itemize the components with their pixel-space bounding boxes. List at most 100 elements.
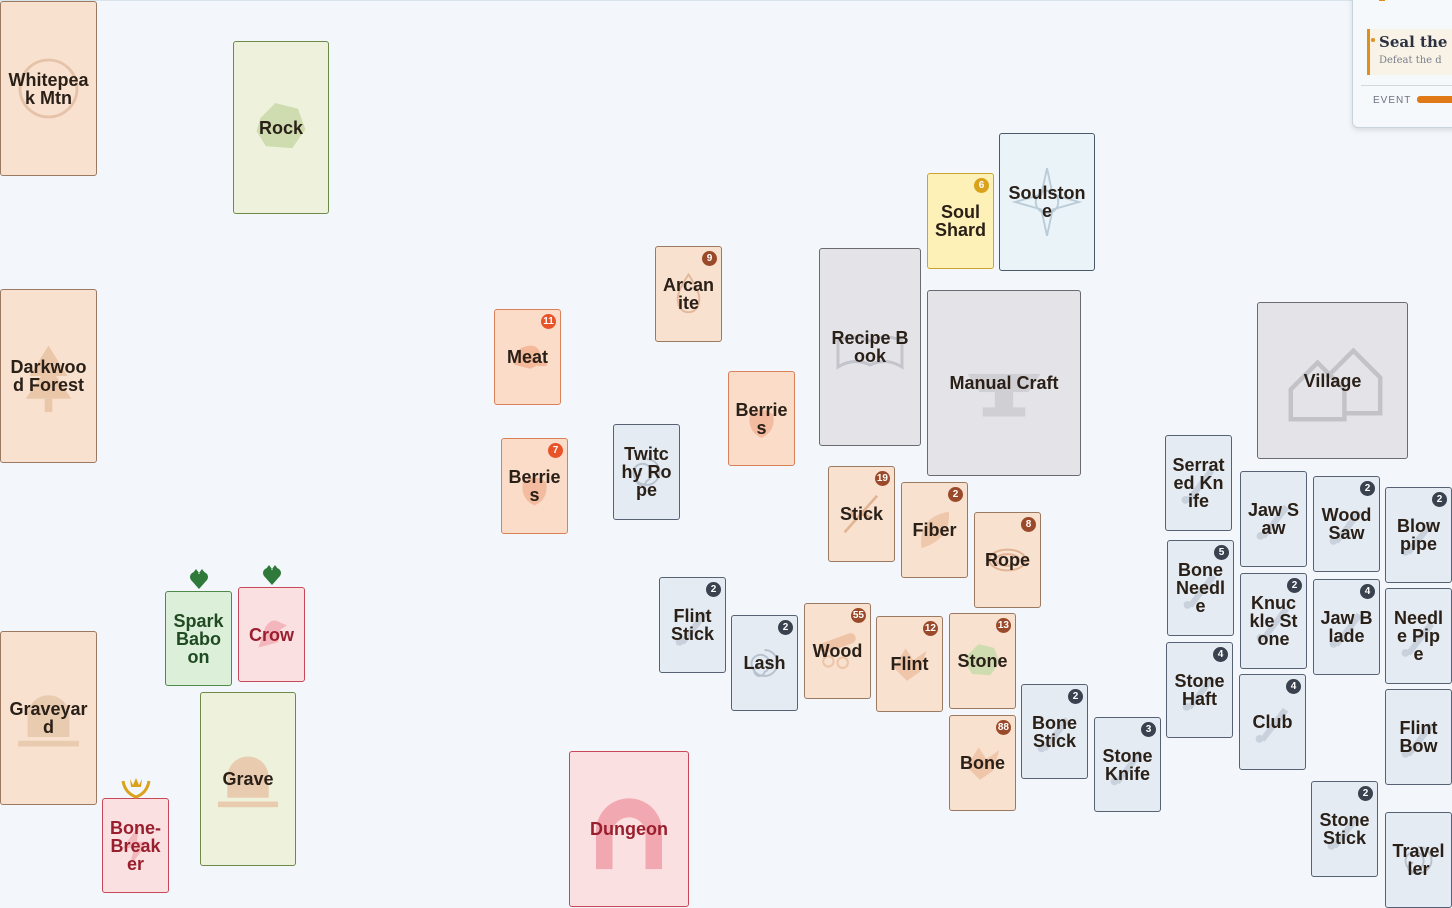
- card-label: Needle Pipe: [1393, 608, 1444, 664]
- card-label: Bone-Breaker: [110, 817, 161, 874]
- card-label: Village: [1303, 370, 1362, 391]
- card-manual-craft[interactable]: Manual Craft: [927, 290, 1081, 476]
- stack-count-badge: 2: [1432, 492, 1447, 507]
- card-grave[interactable]: Grave: [200, 692, 296, 866]
- card-twitchy-rope[interactable]: Twitchy Rope: [613, 424, 680, 520]
- card-whitepeak[interactable]: Whitepeak Mtn: [0, 1, 97, 176]
- card-label: Soul Shard: [934, 202, 986, 240]
- stack-count-badge: 2: [1360, 481, 1375, 496]
- card-label: Stone: [957, 651, 1008, 671]
- card-traveller[interactable]: Traveller: [1385, 812, 1452, 908]
- card-needle-pipe[interactable]: Needle Pipe: [1385, 588, 1452, 684]
- stack-count-badge: 2: [1287, 578, 1302, 593]
- card-label: Berries: [735, 399, 788, 438]
- card-graveyard[interactable]: Graveyard: [0, 631, 97, 805]
- card-flint-bow[interactable]: Flint Bow: [1385, 689, 1452, 785]
- panel-divider: [1361, 85, 1452, 86]
- card-label: Soulstone: [1008, 183, 1086, 221]
- card-bone-breaker[interactable]: Bone-Breaker: [102, 778, 169, 893]
- card-crow[interactable]: Crow: [238, 565, 305, 682]
- stack-count-badge: 9: [702, 251, 717, 266]
- laurel-crown-icon: [119, 775, 153, 804]
- stack-count-badge: 8: [1021, 517, 1036, 532]
- stack-count-badge: 13: [995, 618, 1011, 633]
- card-stone[interactable]: Stone 13: [949, 613, 1016, 709]
- card-bone-stick[interactable]: Bone Stick 2: [1021, 684, 1088, 779]
- card-label: Rock: [258, 117, 303, 138]
- card-serrated-knife[interactable]: Serrated Knife: [1165, 435, 1232, 531]
- card-arcanite[interactable]: Arcanite 9: [655, 246, 722, 342]
- card-label: Flint Bow: [1399, 718, 1438, 756]
- card-rock[interactable]: Rock: [233, 41, 329, 214]
- card-label: Jaw Blade: [1320, 608, 1373, 646]
- card-rope[interactable]: Rope 8: [974, 512, 1041, 608]
- card-berries-2[interactable]: Berries: [728, 371, 795, 466]
- card-bone[interactable]: Bone 88: [949, 715, 1016, 811]
- card-label: Serrated Knife: [1172, 455, 1225, 511]
- quest-panel[interactable]: Seal the Defeat the d EVENT: [1352, 0, 1452, 128]
- stack-count-badge: 11: [541, 314, 556, 329]
- card-label: Blowpipe: [1397, 516, 1440, 554]
- card-label: Rope: [985, 550, 1030, 570]
- card-blowpipe[interactable]: Blowpipe 2: [1385, 487, 1452, 583]
- card-label: Wood Saw: [1321, 505, 1372, 543]
- card-soulstone[interactable]: Soulstone: [999, 133, 1095, 271]
- card-label: Bone: [960, 753, 1005, 773]
- card-jaw-saw[interactable]: Jaw Saw: [1240, 471, 1307, 567]
- event-progress-bar: [1417, 96, 1452, 103]
- card-lash[interactable]: Lash 2: [731, 615, 798, 711]
- quest-item[interactable]: [1367, 29, 1452, 75]
- card-label: Stone Haft: [1174, 671, 1225, 709]
- card-label: Twitchy Rope: [621, 444, 672, 500]
- stack-count-badge: 4: [1360, 584, 1375, 599]
- event-label: EVENT: [1373, 95, 1412, 106]
- card-darkwood[interactable]: Darkwood Forest: [0, 289, 97, 463]
- stack-count-badge: 2: [778, 620, 793, 635]
- card-spark-baboon[interactable]: Spark Baboon: [165, 569, 232, 686]
- card-berries-1[interactable]: Berries 7: [501, 438, 568, 534]
- card-label: Flint: [890, 654, 929, 674]
- card-meat[interactable]: Meat 11: [494, 309, 561, 405]
- stack-count-badge: 88: [995, 720, 1011, 735]
- panel-chevron-icon[interactable]: [1379, 0, 1385, 1]
- card-label: Fiber: [912, 520, 957, 540]
- card-label: Berries: [508, 467, 561, 505]
- stack-count-badge: 7: [548, 443, 563, 458]
- card-label: Bone Stick: [1032, 712, 1077, 751]
- heart-crown-icon: [262, 564, 282, 591]
- card-label: Stone Knife: [1102, 745, 1153, 784]
- stack-count-badge: 2: [1068, 689, 1083, 704]
- card-label: Bone Needle: [1175, 560, 1226, 616]
- card-village[interactable]: Village: [1257, 302, 1408, 459]
- card-label: Whitepeak Mtn: [8, 69, 89, 108]
- card-label: Grave: [222, 769, 274, 789]
- card-label: Wood: [812, 641, 863, 661]
- card-label: Graveyard: [9, 699, 88, 737]
- card-jaw-blade[interactable]: Jaw Blade 4: [1313, 579, 1380, 675]
- quest-bullet-icon: [1371, 38, 1375, 42]
- card-dungeon[interactable]: Dungeon: [569, 751, 689, 907]
- card-label: Arcanite: [662, 275, 715, 313]
- card-label: Lash: [743, 653, 786, 673]
- heart-crown-icon: [189, 568, 209, 595]
- card-wood-saw[interactable]: Wood Saw 2: [1313, 476, 1380, 572]
- card-label: Dungeon: [590, 819, 668, 839]
- quest-title: Seal the: [1379, 33, 1448, 51]
- card-label: Manual Craft: [949, 373, 1059, 393]
- card-label: Meat: [506, 347, 548, 367]
- card-recipe-book[interactable]: Recipe Book: [819, 248, 921, 446]
- card-label: Spark Baboon: [173, 610, 224, 667]
- card-label: Club: [1252, 712, 1293, 732]
